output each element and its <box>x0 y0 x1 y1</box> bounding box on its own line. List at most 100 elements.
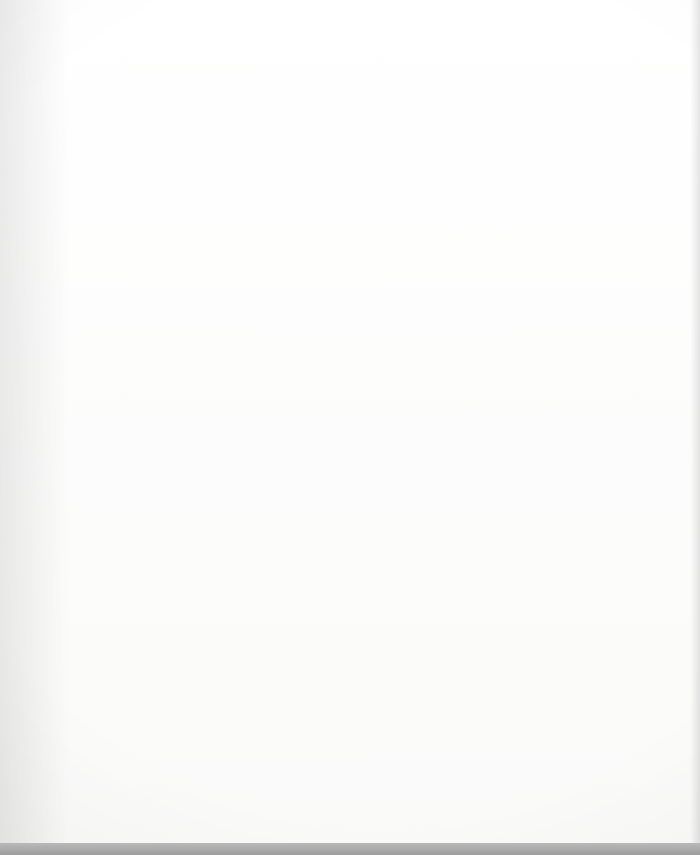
svg-text:2: 2 <box>388 269 394 280</box>
intro-column-left: 3500 ENGINE - 7030 & 7040 TRACTOR The en… <box>108 98 376 177</box>
binding-ring-hook <box>62 556 72 586</box>
binding-ring <box>22 0 72 14</box>
binding-ring <box>22 660 72 690</box>
binding-ring-hook <box>62 452 72 482</box>
legend-item: 2. Thermostat and Housing <box>108 637 376 648</box>
legend-item-label: Pressure Cap <box>138 648 191 659</box>
legend-item-number: 4. <box>108 660 116 671</box>
legend-item-label: By-Pass Hose <box>138 671 193 682</box>
left-column-heading: 3500 ENGINE - 7030 & 7040 TRACTOR <box>108 98 287 109</box>
legend-item: 5. By-Pass Hose <box>108 672 376 683</box>
legend-item: 3.Pressure Cap <box>108 649 376 660</box>
callout-5: 5 <box>497 358 519 380</box>
radiator <box>399 291 487 480</box>
pressure-cap-paragraph: The cooling system is pressurized by a 7… <box>108 723 379 803</box>
legend-item-number: 5. <box>108 671 116 682</box>
binding-ring-hook <box>62 244 72 274</box>
left-column-paragraph: The engine cooling system includes the r… <box>108 120 374 165</box>
spiral-binding <box>0 0 98 855</box>
legend-item-label: Water Inlet <box>138 683 180 694</box>
binding-ring-hook <box>62 192 72 222</box>
schematic-drawing: 1 2 3 4 5 6 7 <box>146 265 575 558</box>
binding-ring <box>22 452 72 482</box>
legend-item-number: 1. <box>108 626 116 636</box>
cylinder-bores <box>184 382 367 410</box>
binding-ring-hook <box>62 764 72 794</box>
pressure-cap <box>427 295 457 302</box>
intro-column-right: 3700 & 3750 ENGINE - 7050, 7060 & 7080 T… <box>403 92 671 148</box>
legend-item-number: 7. <box>108 694 116 705</box>
callout-2: 2 <box>380 265 402 284</box>
legend-item: 1. Coolant Conditioner <box>108 626 376 637</box>
svg-text:5: 5 <box>505 365 511 376</box>
binding-ring-hook <box>62 36 72 66</box>
binding-ring-hook <box>62 504 72 534</box>
callout-7: 7 <box>275 458 297 480</box>
valve-paragraph: A double-acting valve in the radiator pr… <box>403 694 677 763</box>
legend-item-number: 2. <box>108 637 116 648</box>
binding-ring <box>22 36 72 66</box>
page-number: A-27 <box>388 823 408 833</box>
binding-ring <box>22 400 72 430</box>
coolant-conditioner <box>257 288 435 374</box>
callout-bubbles: 1 2 3 4 5 6 7 <box>275 265 519 480</box>
binding-ring <box>22 348 72 378</box>
legend-item: 7. Engine Oil Cooler <box>108 694 376 705</box>
callout-6: 6 <box>495 404 517 426</box>
document-code: 8003417 <box>649 821 686 831</box>
binding-ring-hook <box>62 0 72 14</box>
right-column-heading: 3700 & 3750 ENGINE - 7050, 7060 & 7080 T… <box>403 92 644 103</box>
running-head: ENGINE <box>644 40 688 51</box>
engine-oil-cooler <box>195 414 365 459</box>
binding-ring-hook <box>62 660 72 690</box>
svg-text:4: 4 <box>505 319 511 330</box>
binding-ring-hook <box>62 88 72 118</box>
lower-right-column: Altitude affects the point at which cool… <box>403 626 683 776</box>
right-column-paragraph: This engine cooling system contains all … <box>403 114 666 136</box>
binding-ring-hook <box>62 712 72 742</box>
figure-note: Standard Equipment on 3700 Engine Only <box>305 238 376 257</box>
page-footer: Litho in U.S.A. 7030 - 7080 Tractor A-27… <box>96 812 700 842</box>
svg-text:1: 1 <box>331 265 337 276</box>
lower-left-column: The cooling system is pressurized by a 7… <box>108 723 380 815</box>
legend-item-label: Thermostat and Housing <box>138 637 233 648</box>
legend-item: 4. Radiator <box>108 660 376 671</box>
binding-ring <box>22 712 72 742</box>
binding-ring <box>22 244 72 274</box>
page-identifier: 7030 - 7080 Tractor A-27 <box>96 812 700 834</box>
binding-ring-hook <box>62 140 72 170</box>
binding-ring <box>22 816 72 846</box>
page-content: ENGINE COOLING SYSTEM ENGINE COOLING SYS… <box>96 0 700 855</box>
page-title: COOLING SYSTEM <box>339 58 457 70</box>
svg-text:7: 7 <box>283 465 289 476</box>
binding-ring <box>22 140 72 170</box>
oil-pan <box>195 476 393 516</box>
legend-item-label: Coolant Conditioner <box>138 626 214 636</box>
callout-1: 1 <box>323 265 345 280</box>
binding-ring <box>22 88 72 118</box>
binding-ring-hook <box>62 400 72 430</box>
by-pass-hose <box>397 354 411 444</box>
cooling-system-schematic: Standard Equipment on 3700 Engine Only <box>144 238 586 577</box>
binding-ring <box>22 608 72 638</box>
binding-ring-hook <box>62 348 72 378</box>
callout-4: 4 <box>497 312 519 334</box>
legend-item-label: Engine Oil Cooler <box>138 694 206 705</box>
water-pump <box>348 382 403 442</box>
svg-text:3: 3 <box>449 267 455 278</box>
parts-legend: 1. Coolant Conditioner 2. Thermostat and Ho… <box>108 626 376 706</box>
binding-ring-hook <box>62 816 72 846</box>
altitude-paragraph: Altitude affects the point at which cool… <box>403 626 678 683</box>
binding-ring <box>22 192 72 222</box>
callout-3: 3 <box>441 265 463 282</box>
head-gasket-line <box>190 368 397 384</box>
section-title: ENGINE COOLING SYSTEM <box>108 74 260 86</box>
svg-text:6: 6 <box>503 411 509 422</box>
scanner-bottom-bar <box>0 843 700 855</box>
legend-item-label: Radiator <box>138 660 171 671</box>
legend-item: 6.Water Inlet <box>108 683 376 694</box>
binding-ring <box>22 504 72 534</box>
binding-ring <box>22 556 72 586</box>
filler-neck <box>431 300 453 314</box>
